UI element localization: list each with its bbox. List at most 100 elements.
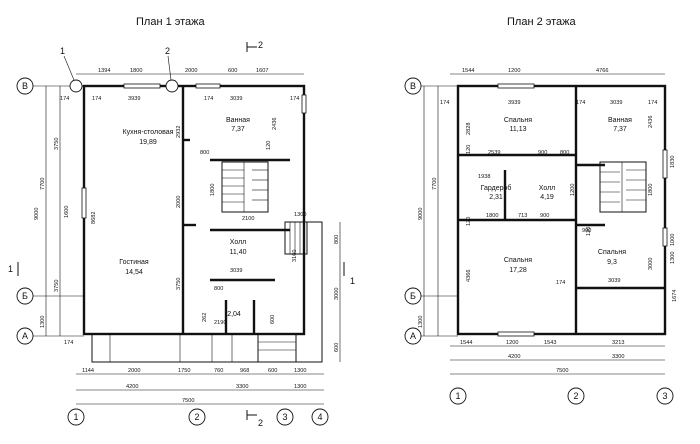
plan1-room-area: 7,37 (231, 126, 245, 133)
plan1-dim: 800 (334, 235, 340, 244)
plan1-dim: 3750 (54, 280, 60, 292)
plan1-dim: 600 (228, 68, 237, 74)
plan2-dim: 7700 (432, 178, 438, 190)
plan1-dim: 8682 (91, 212, 97, 224)
plan1-dim: 3750 (54, 138, 60, 150)
plan1-dim: 174 (92, 96, 101, 102)
plan2-axis-bubble (449, 387, 467, 405)
plan1-room-area: 2,04 (227, 311, 241, 318)
plan2-room-area: 4,19 (540, 194, 554, 201)
plan2-window (662, 227, 668, 247)
plan1-dim: 4200 (126, 384, 138, 390)
plan2-outer-wall (456, 84, 667, 336)
plan1-dim: 2436 (272, 118, 278, 130)
plan2-dim: 1300 (418, 316, 424, 328)
plan2-dim: 1544 (462, 68, 474, 74)
plan1-axis-bubble (311, 408, 329, 426)
plan1-dim: 3160 (292, 250, 298, 262)
plan2-room-area: 17,28 (509, 267, 527, 274)
plan2-dim: 4766 (596, 68, 608, 74)
plan1-dim: 2000 (128, 368, 140, 374)
plan2-dim: 2539 (488, 150, 500, 156)
plan1-axis-label: 1 (73, 412, 78, 422)
plan2-room-area: 2,31 (489, 194, 503, 201)
plan2-dim: 900 (538, 150, 547, 156)
plan2-window (662, 149, 668, 179)
plan2-dim: 3039 (610, 100, 622, 106)
plan1-section-mark: 1 (8, 264, 13, 274)
plan2-dim: 120 (466, 145, 472, 154)
plan1-dim: 1300 (294, 384, 306, 390)
plan1-dim: 2000 (176, 196, 182, 208)
plan1-dim: 174 (290, 96, 299, 102)
plan1-title: План 1 этажа (136, 16, 206, 28)
plan1-room-area: 14,54 (125, 269, 143, 276)
plan2-room-area: 11,13 (510, 126, 527, 133)
plan1-terrace (91, 221, 323, 363)
plan1-dim: 262 (202, 313, 208, 322)
plan2-axis-bubble (567, 387, 585, 405)
plan1-dim: 600 (334, 343, 340, 352)
plan2-dim: 713 (518, 213, 527, 219)
plan1-dim: 174 (60, 96, 69, 102)
plan1-window (195, 83, 221, 89)
plan2-axis-label: В (410, 81, 416, 91)
plan1-section-mark: 2 (258, 418, 263, 428)
plan2-dim: 900 (540, 213, 549, 219)
plan1-axis-bubble (276, 408, 294, 426)
plan2-room-name: Спальня (504, 117, 532, 124)
plan2-dim: 3300 (612, 354, 624, 360)
plan1-dim: 800 (200, 150, 209, 156)
plan2-dim: 3939 (508, 100, 520, 106)
plan2-dim: 1200 (570, 184, 576, 196)
plan1-window (123, 83, 161, 89)
plan1-leader-label: 1 (60, 46, 65, 56)
plan2-room-name: Холл (539, 185, 556, 192)
plan1-dim: 1300 (294, 368, 306, 374)
plan1-dim: 2932 (176, 126, 182, 138)
plan1-porch-steps (257, 221, 308, 363)
plan2-dim: 2828 (466, 123, 472, 135)
plan2-dim: 174 (648, 100, 657, 106)
plan2-dim: 7500 (556, 368, 568, 374)
plan2-dim: 174 (556, 280, 565, 286)
plan1-dim: 7500 (182, 398, 194, 404)
plan1-axis-bubble (67, 408, 85, 426)
plan2-dim: 1300 (670, 252, 676, 264)
plan2-dim: 3213 (612, 340, 624, 346)
plan1-axis-label: Б (22, 291, 28, 301)
plan1-dim: 600 (268, 368, 277, 374)
plan2-axis-bubble (656, 387, 674, 405)
plan1-dim: 760 (214, 368, 223, 374)
plan1-dim: 1300 (294, 212, 306, 218)
plan2-room-name: Спальня (598, 249, 626, 256)
plan1-dim: 7700 (40, 178, 46, 190)
plan1-dim: 1800 (130, 68, 142, 74)
plan1-outer-wall (82, 84, 306, 336)
plan1-dim: 3300 (236, 384, 248, 390)
plan2-dim: 1200 (508, 68, 520, 74)
plan2-axis-label: А (410, 331, 416, 341)
plan1-axis-bubble (165, 79, 179, 93)
plan1-leader-label: 2 (165, 46, 170, 56)
plan1-dim: 174 (64, 340, 73, 346)
plan1-dim: 3750 (176, 278, 182, 290)
plan2-axis-label: 1 (455, 391, 460, 401)
plan1-axis-bubble (188, 408, 206, 426)
plan2-room-name: Гардероб (481, 184, 512, 192)
plan1-dim: 3939 (128, 96, 140, 102)
plan1-dim: 2190 (214, 320, 226, 326)
plan1-room-name: Кухня-столовая (123, 129, 174, 136)
plan1-dim: 2000 (185, 68, 197, 74)
plan1-dim: 174 (204, 96, 213, 102)
plan2-dim: 900 (582, 228, 591, 234)
plan2-dim: 1200 (506, 340, 518, 346)
plan2-axis-label: Б (410, 291, 416, 301)
plan1-dim: 1750 (178, 368, 190, 374)
plan2-window (497, 83, 535, 89)
plan2-room-area: 7,37 (613, 126, 627, 133)
plan2-title: План 2 этажа (507, 16, 577, 28)
plan1-dim: 1607 (256, 68, 268, 74)
plan2-dim: 174 (576, 100, 585, 106)
